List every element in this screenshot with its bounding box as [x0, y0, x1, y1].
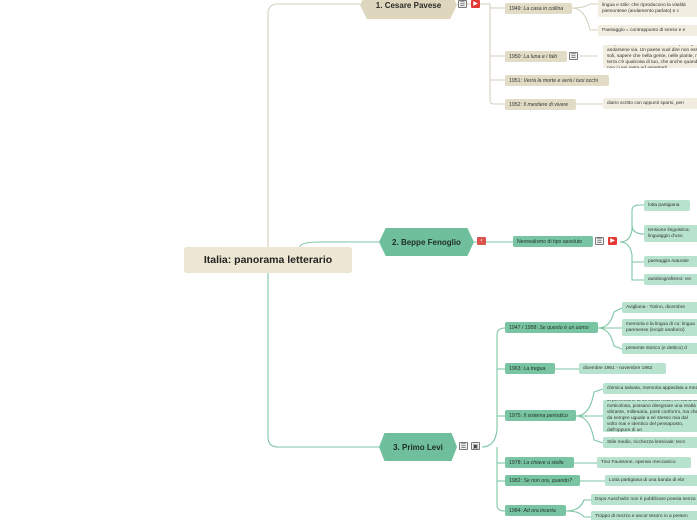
back-arrow-icon[interactable]: ‹: [477, 237, 486, 245]
leaf-dicembre-novembre[interactable]: dicembre 1961 - novembre 1962: [579, 363, 666, 374]
leaf-memoria-lingua[interactable]: memoria e la lingua di cu: lingua parene…: [622, 319, 697, 336]
leaf-text-italic: rec: [684, 276, 692, 282]
branch-primo-levi[interactable]: 3. Primo Levi: [379, 433, 457, 461]
leaf-text: autobiografismo:: [648, 276, 684, 282]
youtube-icon[interactable]: ▶: [608, 237, 617, 245]
work-title: La casa in collina: [523, 5, 564, 12]
leaf-diario[interactable]: diario scritto con appunti sparsi, pen: [603, 98, 697, 109]
year-label: 1951:: [509, 77, 522, 84]
leaf-lotta-partigiana-ebrei[interactable]: Lotta partigiana di una banda di ebr: [605, 475, 697, 486]
work-title: La tregua: [523, 365, 546, 372]
year-label: 1949:: [509, 5, 522, 12]
topic-la-casa-in-collina[interactable]: 1949: La casa in collina: [505, 3, 572, 14]
topic-il-sistema-periodico[interactable]: 1975: Il sistema periodico: [505, 410, 576, 421]
work-title: La luna e i falò: [523, 53, 558, 60]
leaf-un-paese-ci-vuole[interactable]: Un paese ci vuole, non fosse che per il …: [603, 45, 697, 68]
work-title: Ad ora incerta: [523, 507, 556, 514]
leaf-percezione-ottica[interactable]: la percezione di un'ottica reale, in man…: [603, 400, 697, 432]
year-label: 1963:: [509, 365, 522, 372]
leaf-tensione-linguistica[interactable]: tensione linguistica: linguaggio d'uso: [644, 225, 697, 242]
root-topic[interactable]: Italia: panorama letterario: [184, 247, 352, 273]
leaf-troppo-di-mezzo[interactable]: Troppo di mezzo e ancor tesoro io a pres…: [591, 511, 697, 520]
leaf-autobiografismo[interactable]: autobiografismo: rec: [644, 274, 697, 285]
year-label: 1975:: [509, 412, 522, 419]
youtube-icon[interactable]: ▶: [471, 0, 480, 8]
year-label: 1947 / 1958:: [509, 324, 538, 331]
leaf-stile-medio[interactable]: Stile medio, ricchezza lessicale: tecn: [603, 437, 697, 448]
branch-beppe-fenoglio[interactable]: 2. Beppe Fenoglio: [379, 228, 474, 256]
branch-title: 2. Beppe Fenoglio: [392, 237, 461, 247]
year-label: 1982:: [509, 477, 522, 484]
year-label: 1984:: [509, 507, 522, 514]
leaf-text: paesaggio: [648, 258, 671, 264]
work-title: Se questo è un uomo: [539, 324, 589, 331]
leaf-lingua-e-stile[interactable]: lingua e stile: che riproducono la vital…: [598, 0, 697, 17]
work-title: Il mestiere di vivere: [523, 101, 569, 108]
notes-icon[interactable]: ☰: [595, 237, 604, 245]
work-title: Il sistema periodico: [523, 412, 568, 419]
leaf-text: diario scritto con appunti sparsi,: [607, 100, 675, 106]
branch-title: 3. Primo Levi: [393, 442, 443, 452]
leaf-paesaggio[interactable]: Paesaggio = contrappunto di senso e e: [598, 25, 697, 36]
year-label: 1978:: [509, 459, 522, 466]
topic-se-questo-e-un-uomo[interactable]: 1947 / 1958: Se questo è un uomo: [505, 322, 598, 333]
leaf-dopo-auschwitz[interactable]: Dopo Auschwitz non è pubblicare poesia s…: [591, 494, 697, 505]
topic-la-chiave-a-stella[interactable]: 1978: La chiave a stella: [505, 457, 574, 468]
year-label: 1950:: [509, 53, 522, 60]
leaf-paesaggio-naturale[interactable]: paesaggio naturale: [644, 256, 697, 267]
leaf-chimica-salvata[interactable]: chimica salvata, memoria appiedata a mez: [603, 383, 697, 394]
work-title: Se non ora, quando?: [523, 477, 572, 484]
leaf-tino-faussone[interactable]: Tino Faussone, operaio meccanico: [597, 457, 691, 468]
notes-icon[interactable]: ☰: [458, 0, 467, 8]
topic-verra-la-morte[interactable]: 1951: Verrà la morte e avrà i tuoi occhi: [505, 75, 609, 86]
leaf-presente-storico[interactable]: presente storico (e dettico) d: [622, 343, 697, 354]
topic-la-tregua[interactable]: 1963: La tregua: [505, 363, 555, 374]
topic-se-non-ora-quando[interactable]: 1982: Se non ora, quando?: [505, 475, 580, 486]
notes-icon[interactable]: ☰: [569, 52, 578, 60]
topic-la-luna-e-i-falo[interactable]: 1950: La luna e i falò: [505, 51, 567, 62]
leaf-text-italic: pen: [675, 100, 684, 106]
notes-icon[interactable]: ☰: [459, 442, 468, 450]
work-title: La chiave a stella: [523, 459, 564, 466]
topic-neorealismo[interactable]: Neorealismo di tipo assoluto: [513, 236, 593, 247]
topic-ad-ora-incerta[interactable]: 1984: Ad ora incerta: [505, 505, 566, 516]
leaf-lotta-partigiana[interactable]: lotta partigiana: [644, 200, 690, 211]
leaf-text-italic: naturale: [671, 258, 689, 264]
year-label: 1952:: [509, 101, 522, 108]
image-icon[interactable]: ▣: [471, 442, 480, 450]
leaf-avigliana-torino[interactable]: Avigliana - Torino, dicembre: [622, 302, 697, 313]
branch-title: 1. Cesare Pavese: [375, 0, 442, 10]
branch-cesare-pavese[interactable]: 1. Cesare Pavese: [360, 0, 457, 19]
work-title: Verrà la morte e avrà i tuoi occhi: [523, 77, 598, 84]
topic-il-mestiere-di-vivere[interactable]: 1952: Il mestiere di vivere: [505, 99, 576, 110]
